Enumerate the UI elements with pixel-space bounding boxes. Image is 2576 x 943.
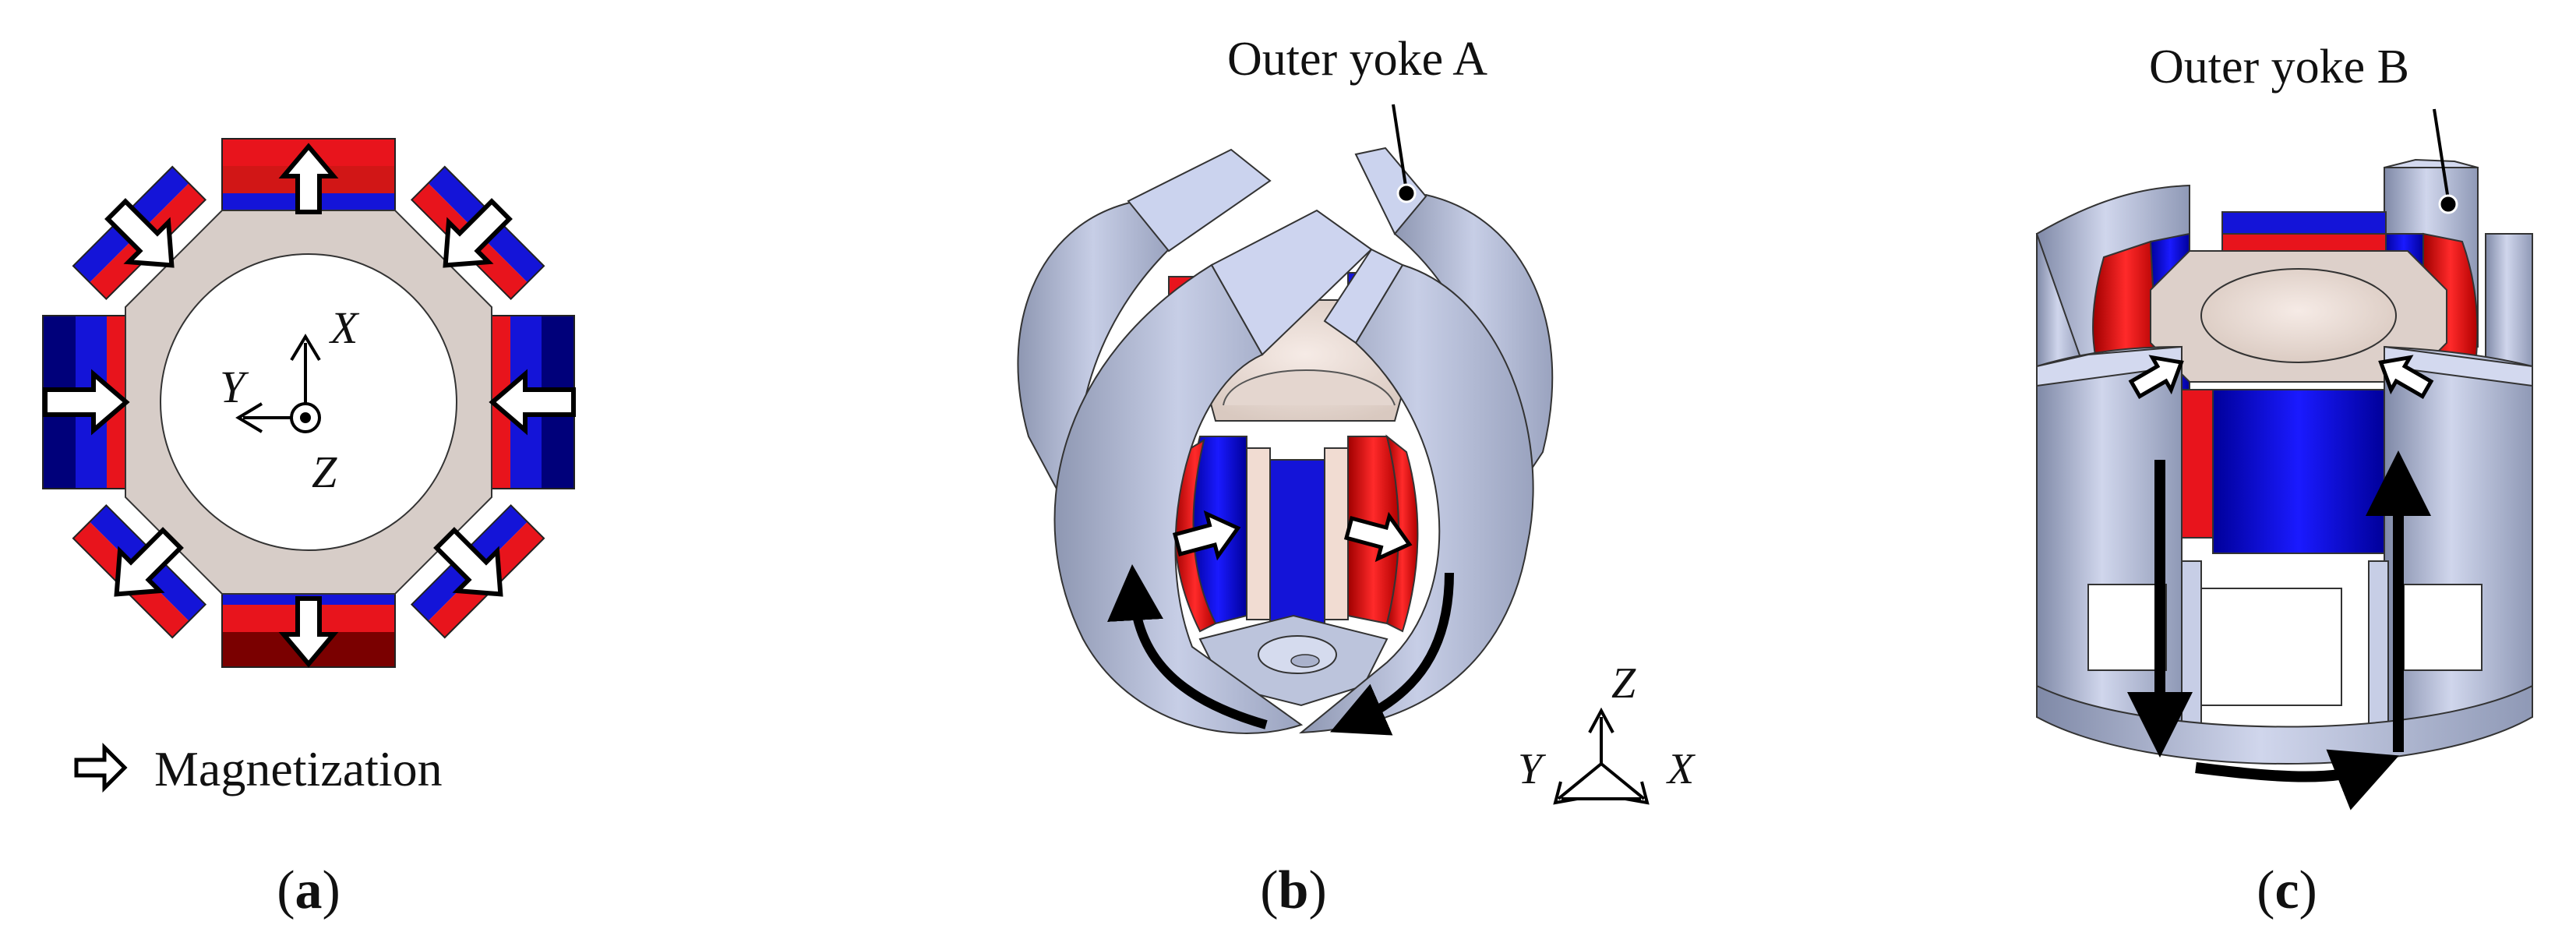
flux-arrow-b-right	[1330, 572, 1454, 736]
axis-label-y-b: Y	[1518, 745, 1547, 793]
magnetization-arrow-bottom	[278, 596, 339, 668]
magnetization-legend-label: Magnetization	[154, 741, 443, 796]
magnetization-arrow-right	[489, 369, 576, 436]
yoke-b-front-right	[2384, 345, 2533, 750]
yoke-a-top-left-face	[1127, 148, 1272, 253]
panel-a-caption: (a)	[277, 860, 341, 920]
panel-c-caption: (c)	[2257, 860, 2317, 920]
magnetization-legend-icon	[74, 742, 128, 793]
magnetization-arrow-bottom-left	[114, 527, 184, 597]
magnetization-arrow-c-right	[2378, 355, 2434, 399]
core-bore	[160, 253, 457, 551]
magnetization-arrow-bottom-right	[433, 527, 503, 597]
flux-arrow-c-bottom	[2195, 749, 2400, 811]
magnetization-arrow-top	[278, 143, 339, 214]
yoke-a-top-right-face	[1354, 147, 1427, 235]
magnetization-arrow-b-right	[1343, 511, 1413, 563]
outer-yoke-b-label: Outer yoke B	[2149, 41, 2409, 94]
axis-label-y-a: Y	[220, 362, 249, 412]
magnetization-arrow-top-left	[104, 198, 175, 268]
inner-magnet-stack-b	[1173, 434, 1419, 633]
core-bore-c	[2200, 268, 2397, 363]
panel-b-caption: (b)	[1260, 860, 1327, 920]
panel-b-outer-yoke-a-view: Outer yoke A Z Y X (b)	[1017, 33, 1696, 920]
magnetization-arrow-top-right	[443, 198, 513, 268]
axis-label-x-b: X	[1666, 745, 1696, 793]
yoke-a-front-right	[1299, 263, 1534, 734]
magnetization-arrow-b-left	[1172, 510, 1241, 561]
axis-label-x-a: X	[329, 302, 360, 353]
magnetization-arrow-left	[43, 369, 130, 436]
magnetization-arrow-c-left	[2128, 355, 2184, 399]
axis-triad-a	[235, 334, 321, 433]
panel-a-top-view: X Y Z Magnetization (a)	[42, 138, 576, 920]
flux-arrow-b-left	[1107, 564, 1268, 729]
axis-triad-b	[1553, 707, 1650, 805]
panel-c-outer-yoke-b-view: Outer yoke B (c)	[2035, 41, 2533, 920]
axis-label-z-b: Z	[1611, 659, 1636, 708]
outer-yoke-a-label: Outer yoke A	[1227, 33, 1487, 86]
axis-label-z-a: Z	[312, 447, 337, 497]
